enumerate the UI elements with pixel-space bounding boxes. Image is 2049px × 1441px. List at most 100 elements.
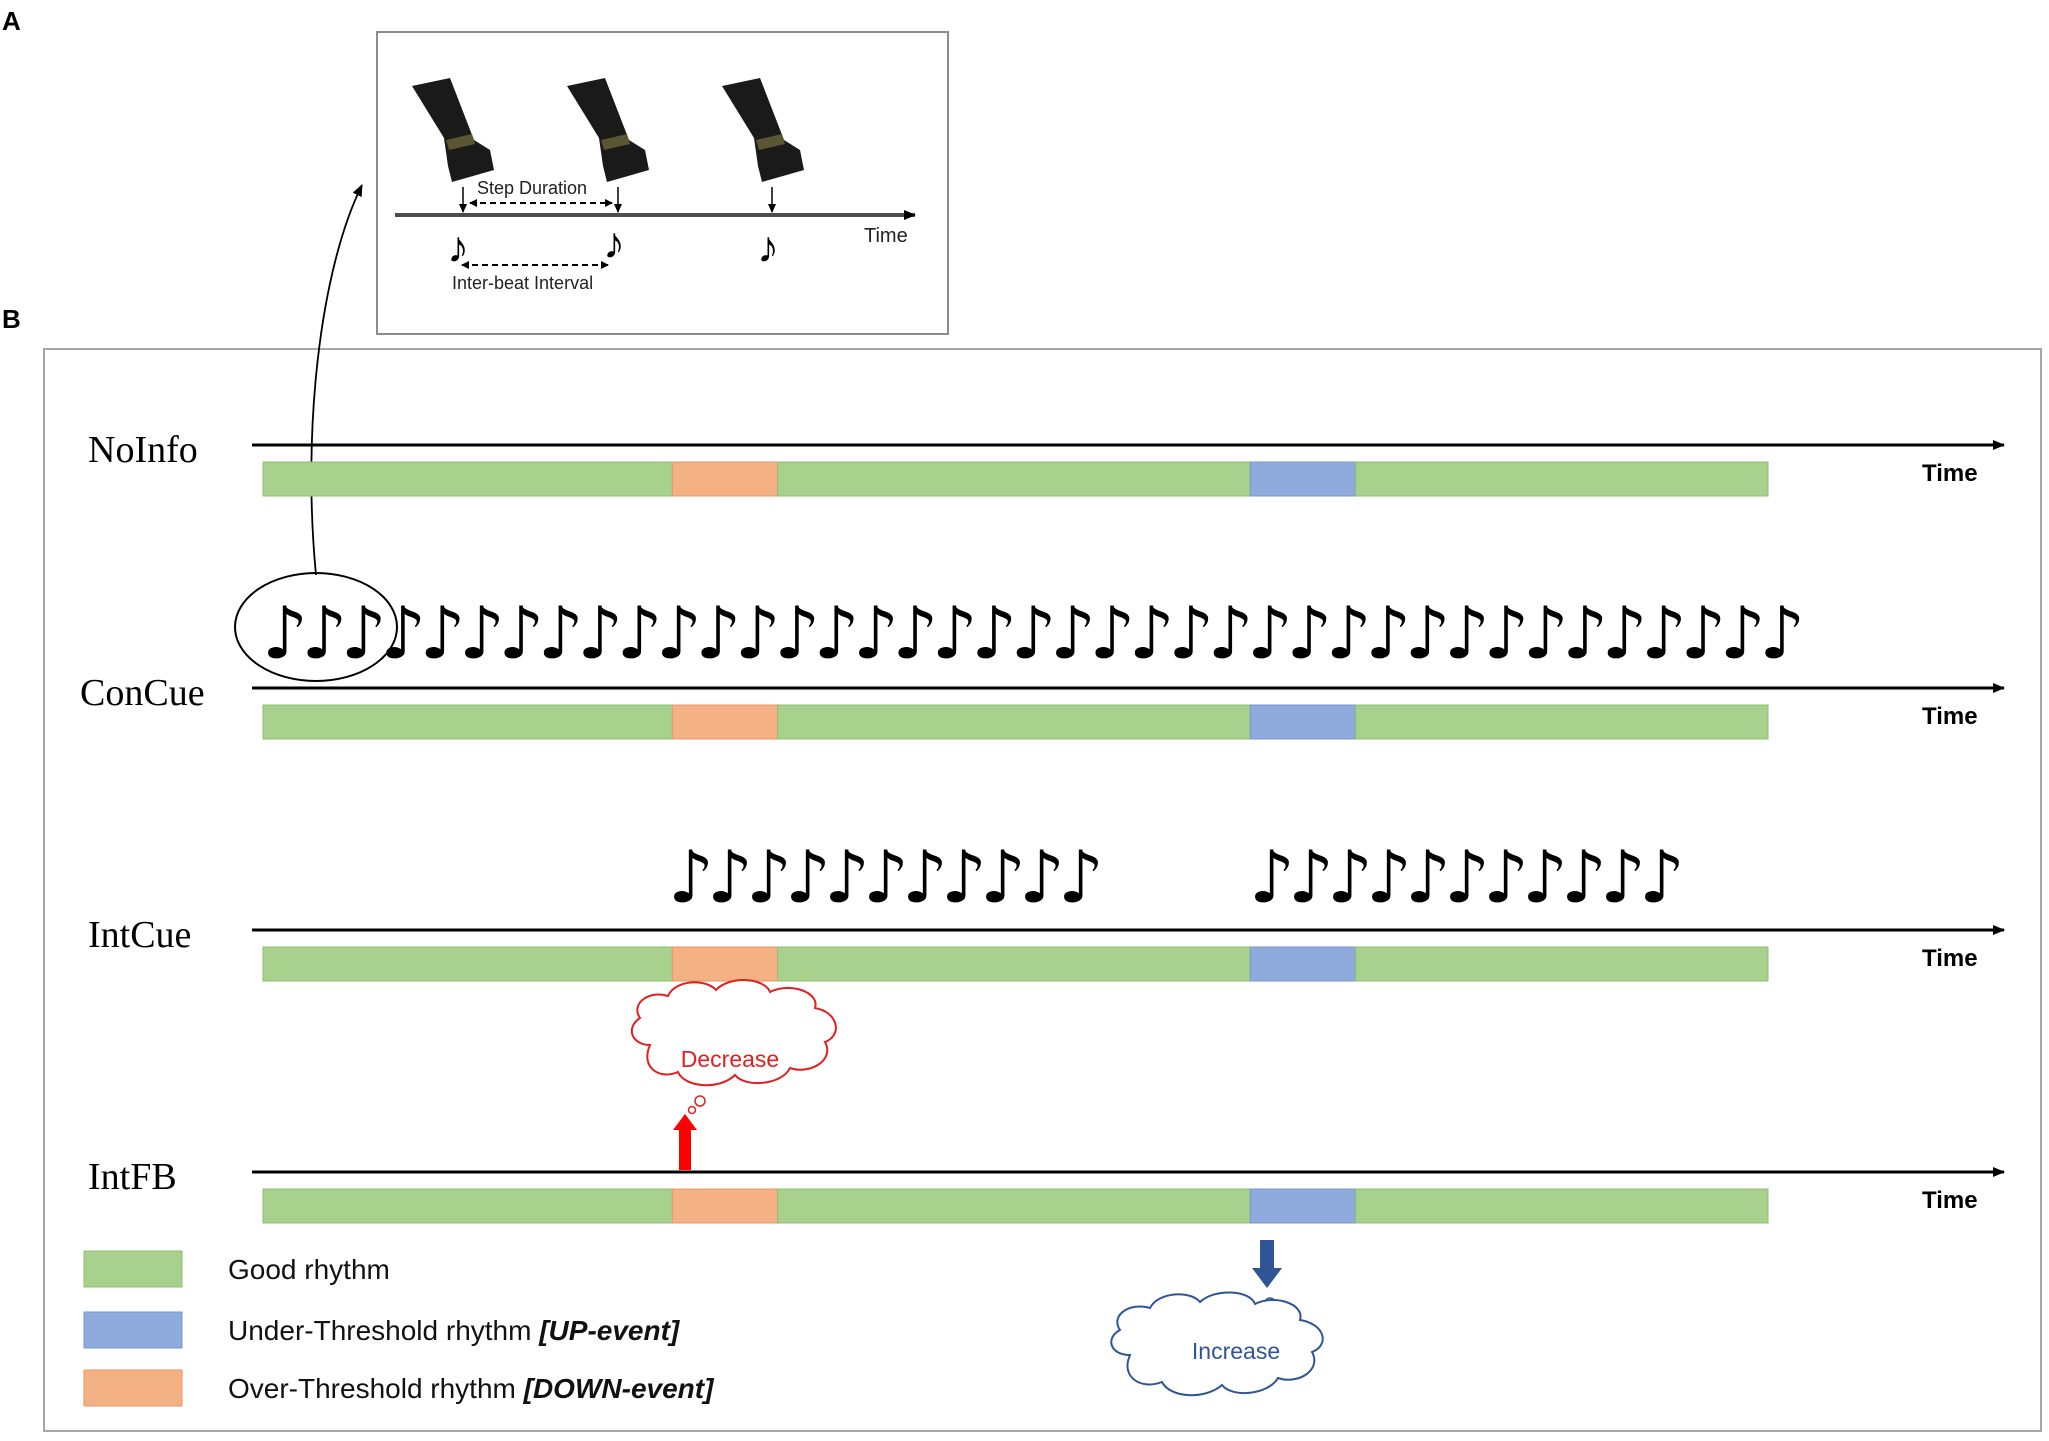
panel-b-label: B xyxy=(2,304,21,334)
legend-label-over: Over-Threshold rhythm [DOWN-event] xyxy=(228,1373,715,1404)
thought-bubble-dot xyxy=(687,1105,697,1115)
beat-note: ♪ xyxy=(941,835,987,919)
beat-note: ♪ xyxy=(447,223,469,272)
beat-note: ♪ xyxy=(1561,835,1607,919)
bar-segment-good xyxy=(777,946,1251,982)
beat-note: ♪ xyxy=(459,591,505,675)
beat-note: ♪ xyxy=(774,591,820,675)
beat-note: ♪ xyxy=(1680,591,1726,675)
decrease-cloud xyxy=(630,979,837,1087)
increase-text: Increase xyxy=(1192,1338,1280,1364)
bar-segment-good xyxy=(262,946,673,982)
beat-note: ♪ xyxy=(341,591,387,675)
beat-note: ♪ xyxy=(735,591,781,675)
beat-note: ♪ xyxy=(1523,591,1569,675)
bar-segment-good xyxy=(1355,461,1769,497)
row-intfb: IntFB Time xyxy=(88,1156,2005,1224)
bar-segment-good xyxy=(777,1188,1251,1224)
row-label: IntCue xyxy=(88,914,191,956)
beat-note: ♪ xyxy=(1444,591,1490,675)
boot-icon xyxy=(722,78,804,182)
inset-time-label: Time xyxy=(864,225,908,247)
beat-note: ♪ xyxy=(1089,591,1135,675)
beat-note: ♪ xyxy=(746,835,792,919)
beat-note: ♪ xyxy=(863,835,909,919)
beat-note: ♪ xyxy=(980,835,1026,919)
panel-a-inset: Time Step Duration ♪ ♪ ♪ Inter-beat Inte… xyxy=(376,31,949,335)
bar-segment-under xyxy=(1249,1188,1357,1224)
beat-note: ♪ xyxy=(1168,591,1214,675)
bar-segment-good xyxy=(1355,946,1769,982)
bar-segment-good xyxy=(262,1188,673,1224)
beat-note: ♪ xyxy=(668,835,714,919)
boot-icon xyxy=(412,78,494,182)
legend-swatch-under xyxy=(83,1311,183,1349)
bar-segment-over xyxy=(671,704,779,740)
beat-note: ♪ xyxy=(757,223,779,272)
thought-bubble-dot xyxy=(694,1095,706,1107)
time-label: Time xyxy=(1922,945,1978,972)
beat-note: ♪ xyxy=(695,591,741,675)
bar-segment-over xyxy=(671,461,779,497)
decrease-callout: Decrease xyxy=(630,979,837,1170)
beat-note: ♪ xyxy=(1639,835,1685,919)
panel-a-label: A xyxy=(2,6,21,36)
beat-note: ♪ xyxy=(1286,591,1332,675)
beat-note: ♪ xyxy=(1483,591,1529,675)
boot-icon xyxy=(567,78,649,182)
beat-note: ♪ xyxy=(1366,835,1412,919)
beat-note: ♪ xyxy=(380,591,426,675)
row-label: NoInfo xyxy=(88,429,198,471)
legend-item-good: Good rhythm xyxy=(83,1250,390,1288)
beat-note: ♪ xyxy=(1050,591,1096,675)
beat-note: ♪ xyxy=(301,591,347,675)
beat-note: ♪ xyxy=(262,591,308,675)
bar-segment-good xyxy=(1355,704,1769,740)
beat-note: ♪ xyxy=(707,835,753,919)
time-label: Time xyxy=(1922,1187,1978,1214)
beat-note: ♪ xyxy=(617,591,663,675)
bar-segment-good xyxy=(777,461,1251,497)
beat-note: ♪ xyxy=(1019,835,1065,919)
beat-note: ♪ xyxy=(420,591,466,675)
beat-note: ♪ xyxy=(1522,835,1568,919)
beat-note: ♪ xyxy=(971,591,1017,675)
beat-note: ♪ xyxy=(1641,591,1687,675)
beat-note: ♪ xyxy=(824,835,870,919)
beat-note: ♪ xyxy=(603,219,625,268)
legend-label-under: Under-Threshold rhythm [UP-event] xyxy=(228,1315,681,1346)
inset-frame xyxy=(376,31,949,335)
row-concue: ConCueTime♪♪♪♪♪♪♪♪♪♪♪♪♪♪♪♪♪♪♪♪♪♪♪♪♪♪♪♪♪♪… xyxy=(80,591,2005,740)
bar-segment-good xyxy=(777,704,1251,740)
row-label: IntFB xyxy=(88,1156,177,1198)
zoom-circle xyxy=(234,572,398,682)
inter-beat-label: Inter-beat Interval xyxy=(452,273,593,293)
beat-note: ♪ xyxy=(1208,591,1254,675)
legend-swatch-over xyxy=(83,1369,183,1407)
beat-note: ♪ xyxy=(1600,835,1646,919)
time-label: Time xyxy=(1922,703,1978,730)
beat-note: ♪ xyxy=(1720,591,1766,675)
beat-note: ♪ xyxy=(902,835,948,919)
bar-segment-under xyxy=(1249,461,1357,497)
beat-note: ♪ xyxy=(853,591,899,675)
beat-note: ♪ xyxy=(1562,591,1608,675)
beat-note: ♪ xyxy=(1058,835,1104,919)
beat-note: ♪ xyxy=(1247,591,1293,675)
bar-segment-under xyxy=(1249,704,1357,740)
beat-note: ♪ xyxy=(577,591,623,675)
legend-item-over: Over-Threshold rhythm [DOWN-event] xyxy=(83,1369,715,1407)
beat-note: ♪ xyxy=(1759,591,1805,675)
row-label: ConCue xyxy=(80,672,205,714)
beat-note: ♪ xyxy=(498,591,544,675)
beat-note: ♪ xyxy=(814,591,860,675)
bar-segment-good xyxy=(262,704,673,740)
bar-segment-over xyxy=(671,1188,779,1224)
beat-note: ♪ xyxy=(892,591,938,675)
beat-note: ♪ xyxy=(1249,835,1295,919)
beat-note: ♪ xyxy=(1602,591,1648,675)
step-duration-label: Step Duration xyxy=(477,178,587,198)
